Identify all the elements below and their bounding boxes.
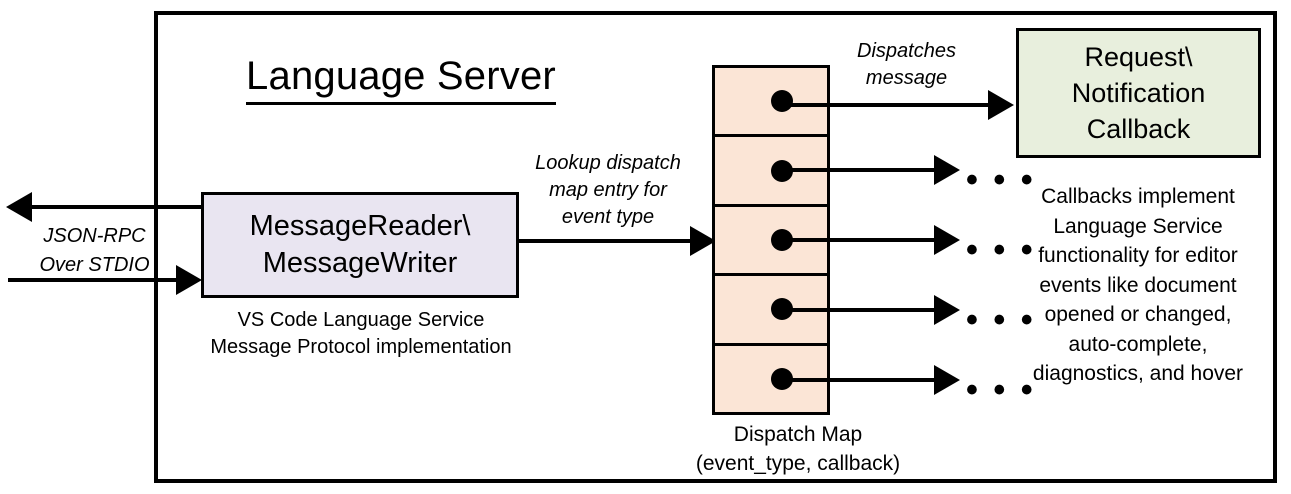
lookup-edge-line bbox=[518, 239, 700, 243]
page-title-text: Language Server bbox=[246, 52, 556, 105]
io-outbound-arrowhead bbox=[6, 192, 32, 222]
io-inbound-line bbox=[8, 278, 188, 282]
dispatch-map-caption-line1: Dispatch Map bbox=[733, 423, 863, 446]
io-outbound-line bbox=[32, 205, 207, 209]
callback-caption-line4: events like document bbox=[1039, 273, 1237, 297]
dispatch-edge-5-arrowhead bbox=[934, 365, 960, 395]
callback-caption: Callbacks implement Language Service fun… bbox=[1014, 182, 1262, 389]
dispatch-edge-1-line bbox=[790, 103, 992, 107]
edge-label-json-rpc: JSON-RPC Over STDIO bbox=[22, 222, 167, 280]
page-title: Language Server bbox=[236, 52, 566, 105]
dispatch-edge-1-arrowhead bbox=[988, 90, 1014, 120]
dispatch-map-caption: Dispatch Map (event_type, callback) bbox=[648, 420, 948, 478]
edge-label-lookup: Lookup dispatch map entry for event type bbox=[518, 150, 698, 231]
edge-label-json-rpc-line1: JSON-RPC bbox=[43, 225, 146, 247]
edge-label-lookup-line3: event type bbox=[561, 206, 655, 228]
dispatch-map-row-1[interactable] bbox=[715, 68, 827, 138]
callback-caption-line5: opened or changed, bbox=[1044, 303, 1232, 326]
dispatch-edge-4-arrowhead bbox=[934, 295, 960, 325]
io-inbound-arrowhead bbox=[176, 265, 202, 295]
callback-dot-icon bbox=[771, 90, 793, 113]
edge-label-json-rpc-line2: Over STDIO bbox=[39, 254, 150, 276]
dispatch-edge-4-line bbox=[790, 308, 938, 312]
dispatch-edge-5-line bbox=[790, 378, 938, 382]
edge-label-dispatch: Dispatches message bbox=[834, 38, 979, 92]
callback-label-line1: Request\ bbox=[1084, 42, 1193, 72]
lookup-edge-arrowhead bbox=[690, 226, 716, 256]
message-reader-caption-line1: VS Code Language Service bbox=[237, 309, 485, 331]
callback-dot-icon bbox=[771, 229, 793, 252]
edge-label-lookup-line2: map entry for bbox=[549, 179, 667, 201]
callback-caption-line6: auto-complete, bbox=[1068, 332, 1208, 356]
dispatch-edge-2-arrowhead bbox=[934, 155, 960, 185]
message-reader-caption-line2: Message Protocol implementation bbox=[210, 336, 512, 358]
callback-label-line2: Notification bbox=[1071, 78, 1206, 108]
callback-dot-icon bbox=[771, 367, 793, 390]
language-server-frame bbox=[154, 11, 1277, 483]
message-reader-caption: VS Code Language Service Message Protoco… bbox=[196, 307, 526, 361]
callback-label-line3: Callback bbox=[1086, 114, 1191, 144]
edge-label-dispatch-line1: Dispatches bbox=[857, 40, 956, 62]
callback-caption-line3: functionality for editor bbox=[1038, 244, 1238, 267]
dispatch-edge-3-arrowhead bbox=[934, 225, 960, 255]
dispatch-map-row-2[interactable] bbox=[715, 137, 827, 207]
dispatch-map-table[interactable] bbox=[712, 65, 830, 415]
callback-caption-line7: diagnostics, and hover bbox=[1032, 362, 1244, 385]
dispatch-edge-3-line bbox=[790, 238, 938, 242]
message-reader-label-line2: MessageWriter bbox=[262, 247, 458, 279]
dispatch-map-caption-line2: (event_type, callback) bbox=[695, 452, 901, 475]
edge-label-dispatch-line2: message bbox=[865, 67, 948, 89]
message-reader-writer-box[interactable]: MessageReader\ MessageWriter bbox=[201, 192, 519, 298]
callback-caption-line2: Language Service bbox=[1053, 214, 1223, 238]
dispatch-edge-2-line bbox=[790, 168, 938, 172]
edge-label-lookup-line1: Lookup dispatch bbox=[535, 152, 681, 174]
callback-dot-icon bbox=[771, 298, 793, 321]
message-reader-label-line1: MessageReader\ bbox=[249, 210, 471, 242]
callback-caption-line1: Callbacks implement bbox=[1041, 185, 1235, 208]
request-notification-callback-box[interactable]: Request\ Notification Callback bbox=[1016, 28, 1261, 158]
callback-dot-icon bbox=[771, 159, 793, 182]
